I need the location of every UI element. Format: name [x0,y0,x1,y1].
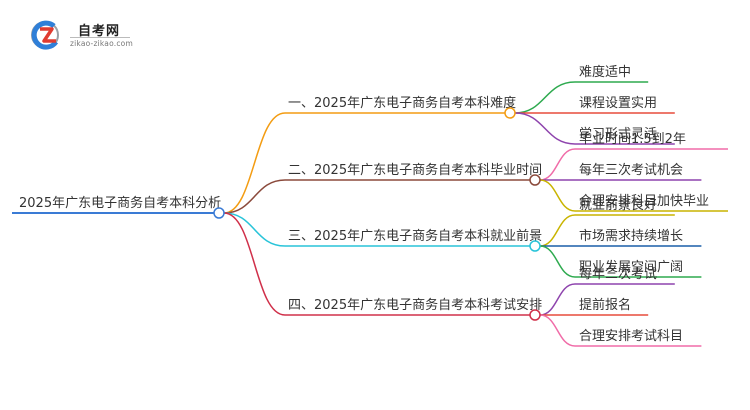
branch-connector [223,112,286,214]
leaf-connector [539,283,576,316]
branch-connector [223,179,286,214]
leaf-connector [539,314,576,347]
leaf-label: 合理安排考试科目 [579,329,683,344]
leaf-label: 就业前景良好 [579,197,657,213]
root-label: 2025年广东电子商务自考本科分析 [19,195,221,211]
leaf-label: 难度适中 [579,64,631,80]
logo-subtitle: zikao-zikao.com [70,39,133,48]
branch-label: 三、2025年广东电子商务自考本科就业前景 [288,228,542,244]
branch-label: 二、2025年广东电子商务自考本科毕业时间 [288,162,542,178]
leaf-label: 每年三次考试 [579,266,657,282]
leaf-connector [539,245,576,278]
logo-title: 自考网 [78,24,121,39]
leaf-label: 课程设置实用 [579,96,657,111]
branch-node [529,240,541,252]
leaf-label: 毕业时间1.5到2年 [579,132,686,147]
logo-divider [70,37,130,38]
logo-mark-icon [31,20,59,50]
branch-node [529,309,541,321]
leaf-label: 职业发展空间广阔 [579,259,683,275]
leaf-label: 市场需求持续增长 [579,228,683,244]
site-logo[interactable]: 自考网 zikao-zikao.com [30,18,150,52]
leaf-connector [539,214,576,247]
leaf-connector [539,148,576,181]
root-node [213,207,225,219]
leaf-label: 合理安排科目加快毕业 [579,194,709,209]
leaf-connector [514,112,576,145]
branch-label: 一、2025年广东电子商务自考本科难度 [288,95,516,111]
leaf-label: 提前报名 [579,297,631,313]
leaf-connector [539,179,576,212]
branch-node [504,107,516,119]
branch-connector [223,212,286,247]
branch-label: 四、2025年广东电子商务自考本科考试安排 [288,297,542,313]
leaf-connector [514,81,576,114]
leaf-label: 每年三次考试机会 [579,162,683,178]
leaf-label: 学习形式灵活 [579,126,657,142]
branch-connector [223,212,286,316]
branch-node [529,174,541,186]
